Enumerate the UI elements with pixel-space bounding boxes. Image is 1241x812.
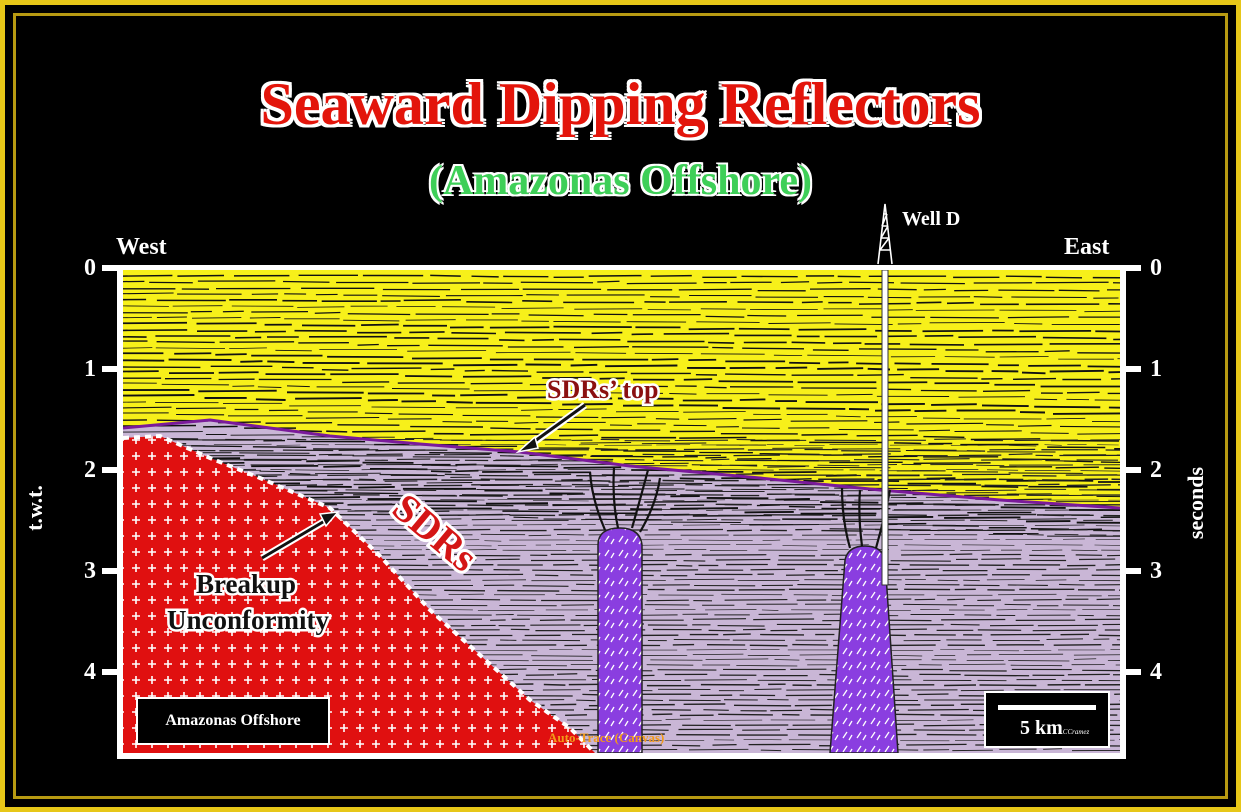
reflector-line <box>123 377 1120 395</box>
reflector-line <box>123 394 1120 415</box>
reflector-line <box>123 329 1120 341</box>
reflector-line <box>123 287 1120 292</box>
scale-bar-box: 5 kmCCramez <box>984 691 1110 748</box>
reflector-line <box>123 298 1120 306</box>
reflector-line <box>123 352 1120 368</box>
breakup-arrow <box>261 517 329 560</box>
reflector-line <box>123 388 1120 409</box>
reflector-line <box>123 412 1120 435</box>
reflector-line <box>123 347 1120 360</box>
axis-ticks <box>102 265 1141 675</box>
slide-inner-border <box>13 13 1228 799</box>
volcanic-plug-1 <box>597 527 643 753</box>
reflector-line <box>123 292 1119 299</box>
reflector-line <box>123 280 1120 285</box>
right-tick-0: 0 <box>1150 255 1162 281</box>
reflector-line <box>123 370 1120 388</box>
slide-title: Seaward Dipping Reflectors <box>260 71 981 137</box>
scale-bar-label: 5 km <box>1020 717 1063 739</box>
reflector-line <box>123 335 1120 346</box>
location-box: Amazonas Offshore <box>136 697 330 745</box>
sdrs-top-annotation: SDRs’ top <box>547 375 658 404</box>
right-tick-1: 1 <box>1150 356 1162 382</box>
left-tick-3: 3 <box>84 558 96 584</box>
well-label: Well D <box>902 208 961 230</box>
breakup-annotation-line1: Breakup <box>196 569 296 599</box>
right-tick-2: 2 <box>1150 457 1162 483</box>
reflector-line <box>123 274 1120 279</box>
reflector-line <box>123 340 1120 354</box>
reflector-line <box>123 305 1120 313</box>
right-tick-3: 3 <box>1150 558 1162 584</box>
scale-bar <box>998 705 1096 710</box>
east-label: East <box>1064 234 1110 260</box>
reflector-line <box>123 358 1120 375</box>
west-label: West <box>116 234 167 260</box>
right-tick-4: 4 <box>1150 659 1162 685</box>
auto-trace-watermark: Auto-Trace (Canvas) <box>548 730 664 745</box>
sdr-top-line <box>123 418 1120 510</box>
reflector-line <box>123 316 1120 326</box>
breakup-arrowhead <box>318 511 340 528</box>
reflector-line <box>123 401 1120 423</box>
left-tick-0: 0 <box>84 255 96 281</box>
sdr-top-arrowhead <box>515 435 539 454</box>
reflector-line <box>123 310 1120 319</box>
slide-subtitle: (Amazonas Offshore) <box>428 158 812 204</box>
location-box-label: Amazonas Offshore <box>165 712 301 729</box>
left-tick-4: 4 <box>84 659 96 685</box>
left-tick-2: 2 <box>84 457 96 483</box>
reflector-line <box>123 365 1120 381</box>
breakup-unconformity-line <box>123 433 597 753</box>
left-tick-1: 1 <box>84 356 96 382</box>
well-bore <box>881 270 889 586</box>
reflector-line <box>123 321 1120 333</box>
continental-basement <box>123 436 595 753</box>
breakup-annotation-line2: Unconformity <box>167 605 329 635</box>
reflector-line <box>123 382 1120 401</box>
well-derrick-icon <box>877 203 893 265</box>
fault-lines-1 <box>588 467 662 533</box>
author-credit: CCramez <box>1062 728 1090 736</box>
